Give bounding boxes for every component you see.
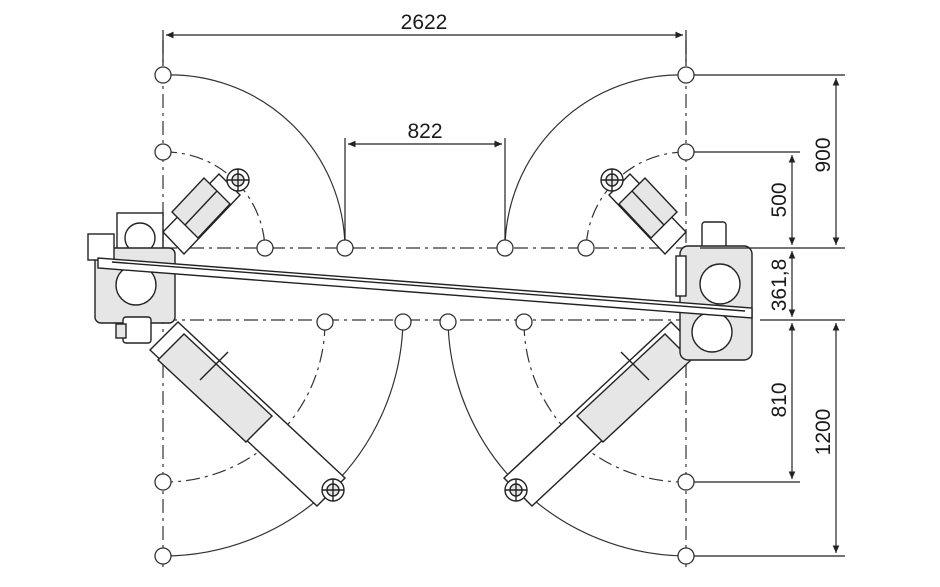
front-left-inner-arc [162,151,266,249]
left-column [87,212,176,344]
cross-bar [97,257,753,319]
label-rear-reach-short: 810 [768,382,791,417]
ref-point [316,313,334,331]
ref-point [439,313,457,331]
ref-point [515,313,533,331]
label-column-offset: 361,8 [768,259,791,312]
front-right-outer-arc [504,74,687,249]
label-arm-gap: 822 [407,120,442,143]
lift-arms [148,168,701,507]
ref-point [154,547,172,565]
ref-point [577,239,595,257]
right-column-motor [701,221,727,249]
left-column-motor [122,316,152,344]
ref-point [677,473,695,491]
ref-point [336,239,354,257]
ref-point [154,66,172,84]
reference-points [154,66,695,565]
ref-point [256,239,274,257]
ref-point [677,66,695,84]
ref-point [394,313,412,331]
front-left-arm [162,168,250,256]
right-column [675,221,753,361]
label-overall-width: 2622 [401,11,448,34]
label-front-reach-short: 500 [768,182,791,217]
front-right-inner-arc [585,151,687,249]
ref-point [154,143,172,161]
ref-point [677,547,695,565]
rear-right-inner-arc [523,321,687,483]
front-left-outer-arc [162,74,346,249]
label-front-reach-long: 900 [812,137,835,172]
ref-point [154,473,172,491]
dimension-lines [162,30,845,557]
ref-point [677,143,695,161]
rear-left-inner-arc [162,321,326,483]
front-right-arm [600,168,687,256]
rear-left-arm [148,321,347,507]
swing-arcs [162,74,687,557]
ref-point [496,239,514,257]
rear-right-arm [502,321,701,507]
label-rear-reach-long: 1200 [812,409,835,456]
